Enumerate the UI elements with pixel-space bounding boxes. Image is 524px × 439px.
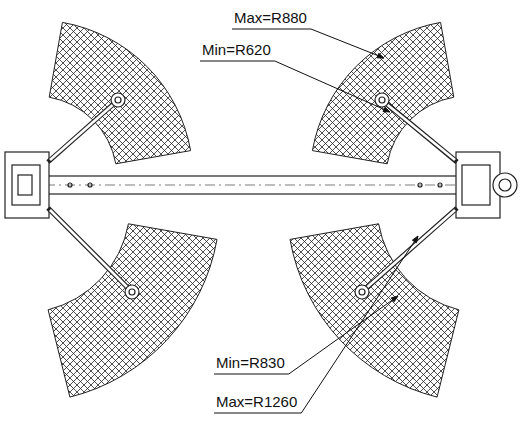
sweep-zone bbox=[290, 224, 459, 397]
dimension-label: Max=R880 bbox=[232, 9, 309, 27]
leader-arrowhead bbox=[383, 107, 390, 112]
dimension-label: Max=R1260 bbox=[214, 393, 299, 411]
sweep-zone bbox=[49, 22, 190, 163]
sweep-zone bbox=[48, 224, 217, 397]
arm-sweep-zones bbox=[48, 22, 459, 397]
leader-line bbox=[214, 236, 418, 413]
lift-frame bbox=[5, 93, 517, 299]
dimension-label: Min=R830 bbox=[214, 354, 287, 372]
leader-lines bbox=[200, 29, 418, 413]
dimension-label: Min=R620 bbox=[200, 41, 273, 59]
leader-line bbox=[200, 61, 390, 112]
leader-arrowhead bbox=[377, 53, 384, 58]
leader-arrowhead bbox=[391, 296, 398, 302]
leader-arrowhead bbox=[412, 236, 418, 243]
